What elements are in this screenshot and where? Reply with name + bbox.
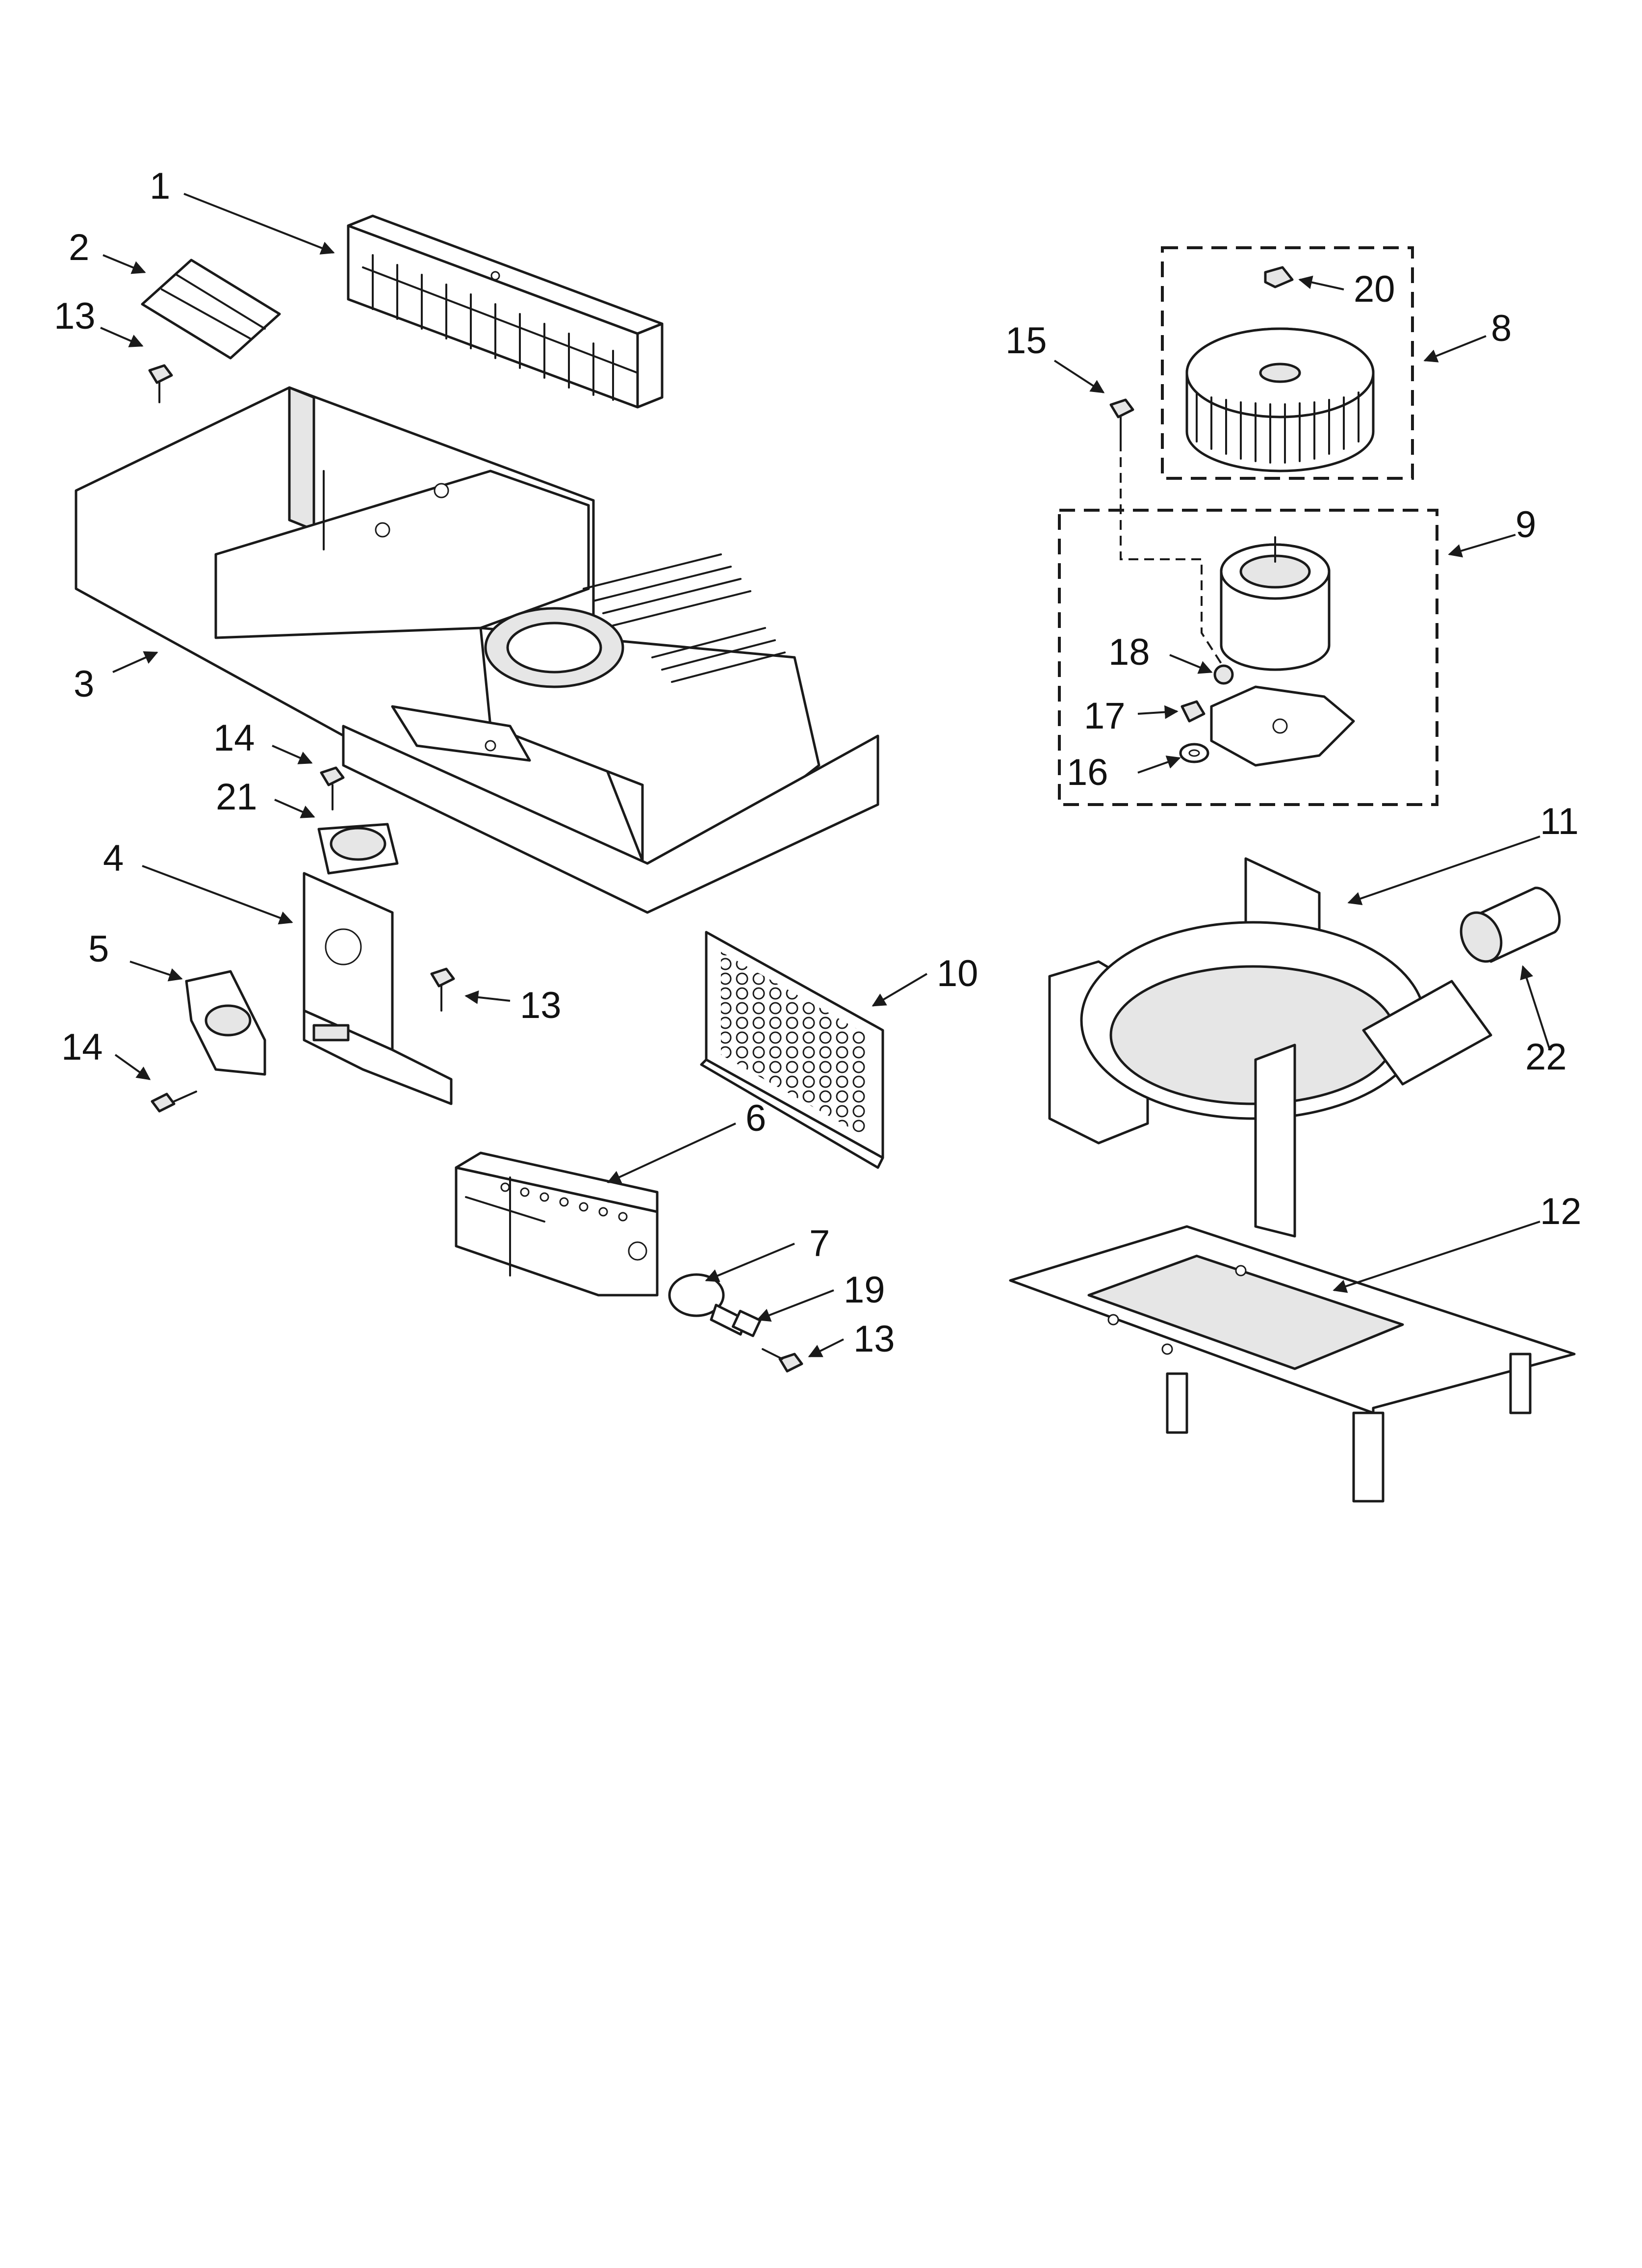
part-3-air-duct-housing [75,386,879,914]
part-19-socket [731,1309,762,1337]
callout-19: 19 [844,1269,885,1311]
part-16-washer [1179,743,1209,763]
leader-6 [607,1122,736,1184]
callout-16: 16 [1067,752,1108,793]
callout-13-bottom: 13 [853,1318,895,1360]
part-5-limit-switch [185,970,266,1076]
part-20-nut [1264,266,1294,288]
leader-11 [1347,835,1540,905]
callout-5: 5 [88,928,109,970]
callout-3: 3 [74,663,94,705]
screw-14-upper [320,766,345,810]
leader-8 [1423,335,1487,363]
callout-11: 11 [1540,801,1579,842]
callout-15: 15 [1005,320,1047,362]
part-11-blower-housing [1048,857,1492,1238]
callout-8: 8 [1491,308,1512,349]
part-6-light-bracket [455,1151,659,1297]
screw-13-bottom [762,1348,803,1373]
part-9-motor [1210,536,1355,767]
leader-16 [1137,756,1181,774]
callout-1: 1 [150,165,170,207]
part-2-duct-cover [141,259,281,360]
callout-13-middle: 13 [520,985,562,1026]
callout-13-top: 13 [54,295,96,337]
callout-10: 10 [937,953,978,994]
leader-19 [756,1289,834,1322]
leader-14b [114,1054,151,1080]
leader-5 [129,961,183,982]
part-8-blower-wheel [1185,327,1375,472]
leader-21 [274,799,315,818]
callout-20: 20 [1354,268,1395,310]
callout-labels: 1 2 13 3 14 21 4 5 13 14 10 6 7 19 13 20… [54,165,1582,1360]
screw-13-middle [430,967,455,1012]
leader-2 [103,254,146,274]
callout-2: 2 [69,227,89,268]
leader-13c [808,1338,844,1357]
leader-18 [1169,654,1213,674]
callout-6: 6 [745,1097,766,1139]
leader-22 [1520,965,1551,1050]
leader-14a [272,745,313,764]
screw-14-lower [151,1091,197,1113]
blower-wheel-group-box [1161,246,1414,480]
part-12-mounting-plate [1009,1225,1576,1503]
leader-13a [100,327,144,347]
callout-14-lower: 14 [61,1026,103,1068]
leader-9 [1448,534,1516,558]
leader-12 [1333,1221,1540,1293]
leader-15 [1053,360,1105,393]
callout-12: 12 [1540,1191,1582,1232]
leader-17 [1137,705,1179,719]
part-21-thermostat [317,823,399,875]
callout-18: 18 [1108,631,1150,673]
leader-1 [183,193,335,255]
part-17-nut [1180,700,1206,723]
callout-21: 21 [216,776,257,818]
part-18-screw [1213,664,1234,685]
leader-7 [705,1243,795,1282]
callout-22: 22 [1525,1036,1567,1078]
leader-4 [142,865,293,925]
leader-3 [112,651,158,673]
callout-7: 7 [809,1223,830,1264]
callout-4: 4 [103,837,124,879]
leader-lines [100,193,1551,1357]
callout-17: 17 [1084,695,1126,737]
part-1-louver-assembly [347,214,664,409]
leader-10 [872,973,928,1007]
part-22-capacitor [1460,886,1561,963]
callout-9: 9 [1515,504,1536,546]
leader-20 [1298,275,1344,290]
callout-14-upper: 14 [213,717,255,759]
part-10-grease-filter [700,931,884,1169]
motor-group-box [1058,509,1438,806]
part-4-mounting-bracket [303,872,453,1105]
leader-13b [464,990,511,1004]
screw-13-top [148,364,173,403]
screw-15 [1109,398,1134,443]
